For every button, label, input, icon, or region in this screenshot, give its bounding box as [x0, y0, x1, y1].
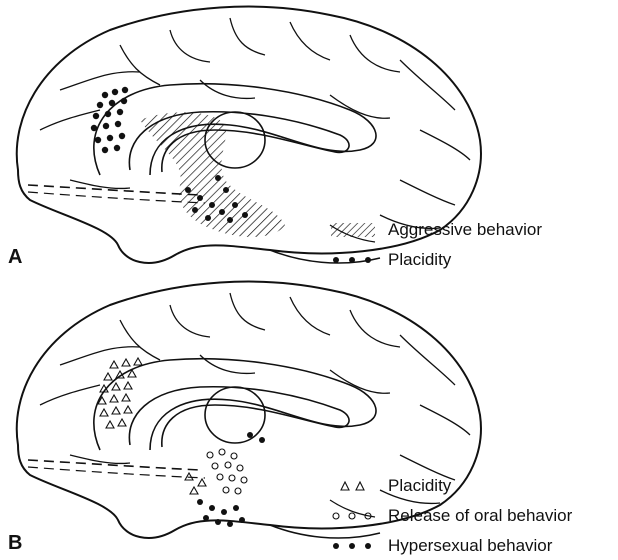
- hatch-swatch-icon: [318, 221, 388, 239]
- legend-row-placidity-a: Placidity: [318, 248, 451, 272]
- panel-a: A Aggressive behavior Placidity: [0, 0, 618, 280]
- legend-row-hypersexual: Hypersexual behavior: [318, 534, 552, 558]
- panel-b: B Placidity Release of oral behavior Hyp…: [0, 280, 618, 560]
- legend-label: Placidity: [388, 476, 451, 496]
- legend-label: Placidity: [388, 250, 451, 270]
- open-circles-icon: [318, 510, 388, 522]
- legend-row-aggressive: Aggressive behavior: [318, 218, 542, 242]
- legend-row-oral: Release of oral behavior: [318, 504, 572, 528]
- legend-row-placidity-b: Placidity: [318, 474, 451, 498]
- oral-behavior-circles-b: [207, 449, 247, 494]
- filled-dots-icon: [318, 254, 388, 266]
- panel-label-b: B: [8, 532, 22, 555]
- hypersexual-dots-b: [197, 432, 265, 527]
- legend-label: Aggressive behavior: [388, 220, 542, 240]
- filled-dots-icon: [318, 540, 388, 552]
- legend-label: Hypersexual behavior: [388, 536, 552, 556]
- legend-label: Release of oral behavior: [388, 506, 572, 526]
- cortex-outline: [17, 282, 481, 538]
- panel-label-a: A: [8, 246, 22, 269]
- triangles-icon: [318, 480, 388, 492]
